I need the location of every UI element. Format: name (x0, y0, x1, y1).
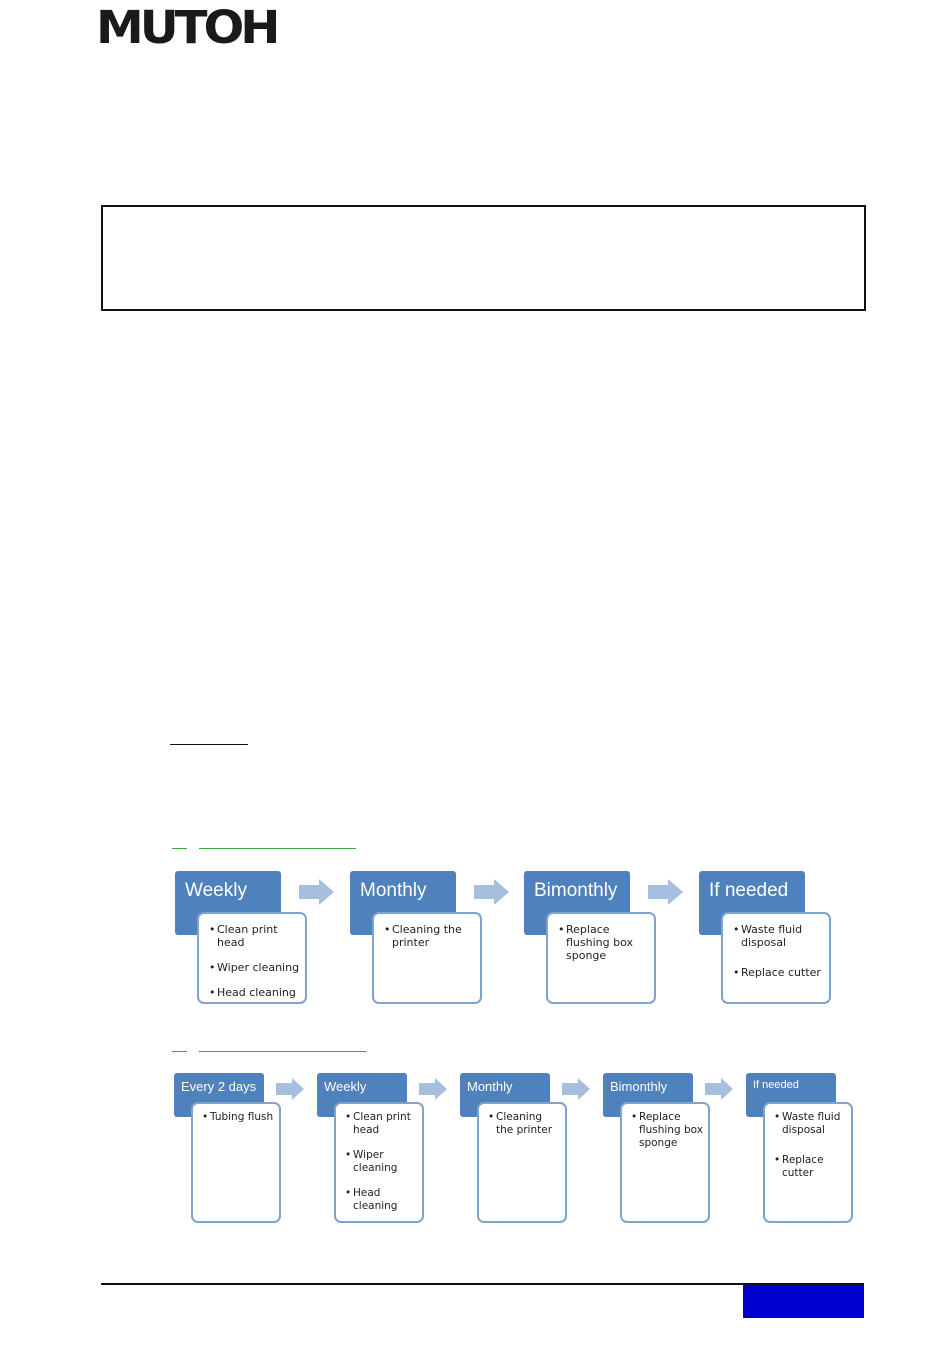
step-card: Tubing flush (191, 1102, 281, 1223)
step-item: Waste fluid disposal (774, 1111, 848, 1137)
notice-box (101, 205, 866, 311)
step-card: Replace flushing box sponge (620, 1102, 710, 1223)
step-card: Clean print head Wiper cleaning Head cle… (334, 1102, 424, 1223)
link-underline (172, 848, 187, 849)
step-item: Waste fluid disposal (733, 923, 825, 949)
step-item: Wiper cleaning (209, 961, 301, 974)
step-item: Wiper cleaning (345, 1149, 419, 1175)
step-item: Tubing flush (202, 1111, 276, 1124)
footer-page-badge (743, 1285, 864, 1318)
step-card: Clean print head Wiper cleaning Head cle… (197, 912, 307, 1004)
step-card: Cleaning the printer (372, 912, 482, 1004)
step-item: Replace cutter (733, 966, 825, 979)
step-item: Clean print head (209, 923, 301, 949)
step-item: Replace cutter (774, 1154, 848, 1180)
step-item: Head cleaning (345, 1187, 419, 1213)
footer-rule (101, 1283, 864, 1285)
mutoh-logo: MUTOH (96, 1, 280, 55)
link-underline (172, 1051, 187, 1052)
link-underline (199, 1051, 366, 1052)
step-item: Head cleaning (209, 986, 301, 999)
step-card: Waste fluid disposal Replace cutter (763, 1102, 853, 1223)
step-card: Replace flushing box sponge (546, 912, 656, 1004)
step-item: Clean print head (345, 1111, 419, 1137)
section-underline (170, 744, 248, 745)
step-item: Replace flushing box sponge (558, 923, 650, 962)
step-item: Replace flushing box sponge (631, 1111, 705, 1150)
link-underline (199, 848, 356, 849)
step-item: Cleaning the printer (384, 923, 476, 949)
step-card: Cleaning the printer (477, 1102, 567, 1223)
step-item: Cleaning the printer (488, 1111, 562, 1137)
step-card: Waste fluid disposal Replace cutter (721, 912, 831, 1004)
